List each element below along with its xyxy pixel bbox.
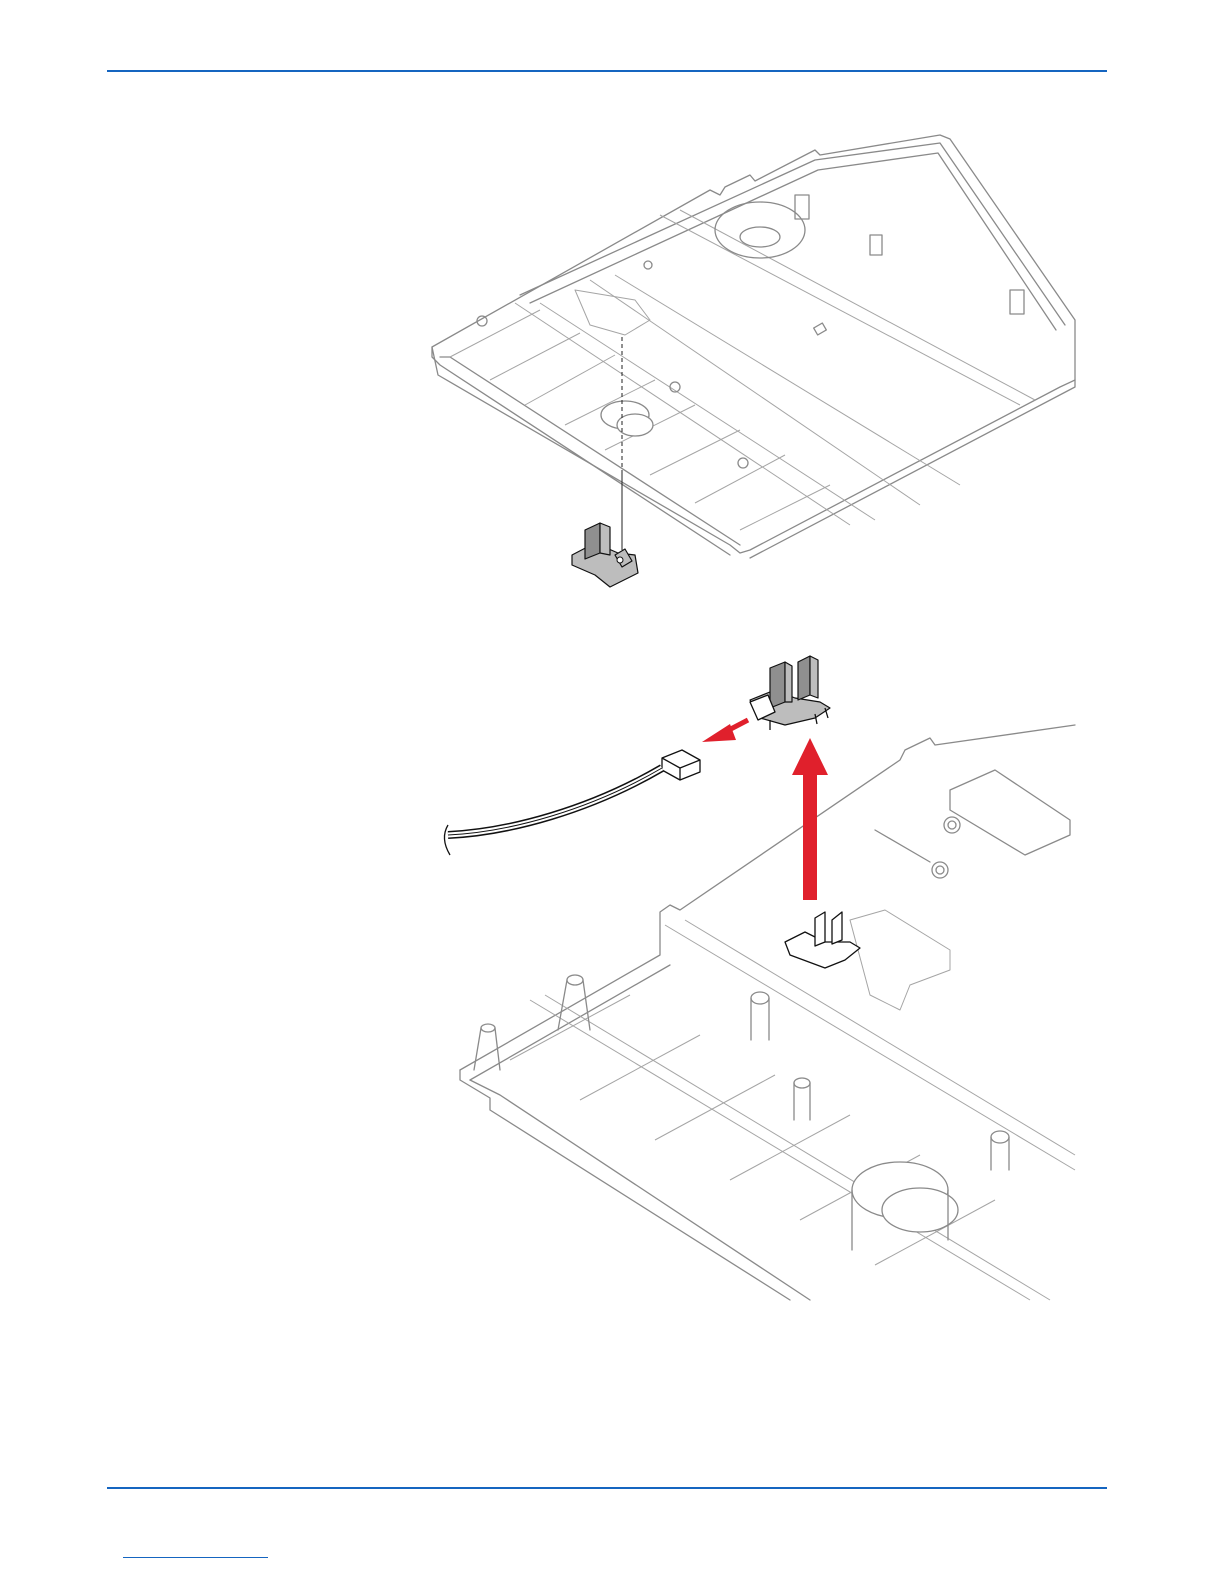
sensor-part-exploded: [572, 523, 638, 587]
frame-overview-drawing: [420, 125, 1100, 590]
sensor-removal-drawing: [430, 650, 1090, 1300]
illustration-sensor-removal: [430, 650, 1090, 1300]
sensor-part-lifted: [750, 656, 830, 730]
footer-link-underline: [123, 1557, 268, 1558]
header-rule: [107, 70, 1107, 72]
sensor-installed: [785, 912, 860, 968]
footer-rule: [107, 1487, 1107, 1489]
cable: [448, 768, 662, 835]
harness-connector: [662, 750, 700, 780]
illustration-frame-overview: [420, 125, 1100, 590]
arrow-disconnect: [702, 720, 748, 742]
arrow-lift-up: [792, 738, 828, 900]
motor-well: [715, 202, 805, 258]
frame-detail-outline: [460, 725, 1075, 1070]
frame-outline: [432, 135, 1075, 553]
